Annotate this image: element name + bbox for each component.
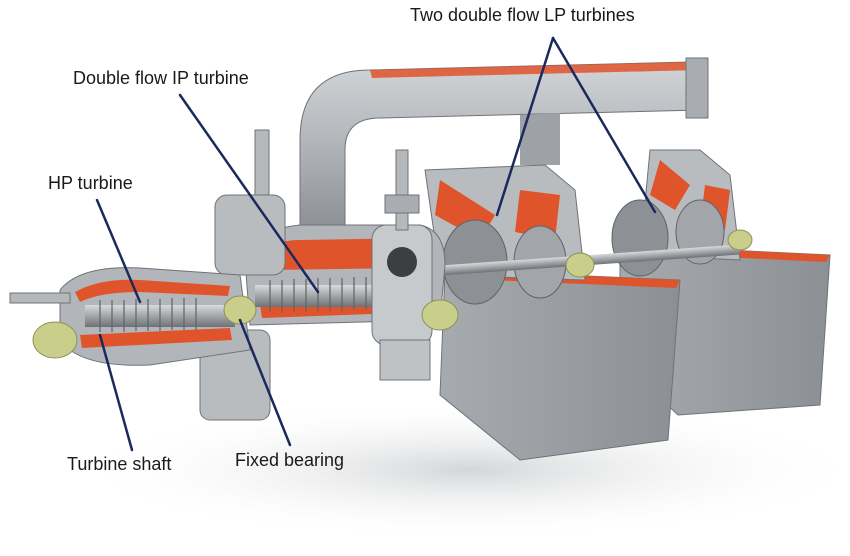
- label-fixed-bearing: Fixed bearing: [235, 450, 345, 470]
- label-lp-turbines: Two double flow LP turbines: [410, 5, 635, 25]
- ground-shadow: [70, 400, 850, 540]
- label-turbine-shaft: Turbine shaft: [67, 454, 172, 474]
- label-ip-turbine: Double flow IP turbine: [73, 68, 249, 88]
- leader-shaft: [98, 333, 134, 452]
- leader-ip: [178, 93, 320, 294]
- leader-bearing: [238, 318, 292, 447]
- bearings: [32, 229, 753, 359]
- leader-lp-left: [495, 36, 555, 217]
- leader-lines: [95, 36, 657, 452]
- steam-valve: [371, 149, 433, 381]
- crossover-pipe: [299, 57, 709, 266]
- leader-hp: [95, 198, 142, 304]
- hp-turbine-casing: [9, 267, 251, 366]
- label-hp-turbine: HP turbine: [48, 173, 133, 193]
- leader-lp-right: [551, 36, 657, 214]
